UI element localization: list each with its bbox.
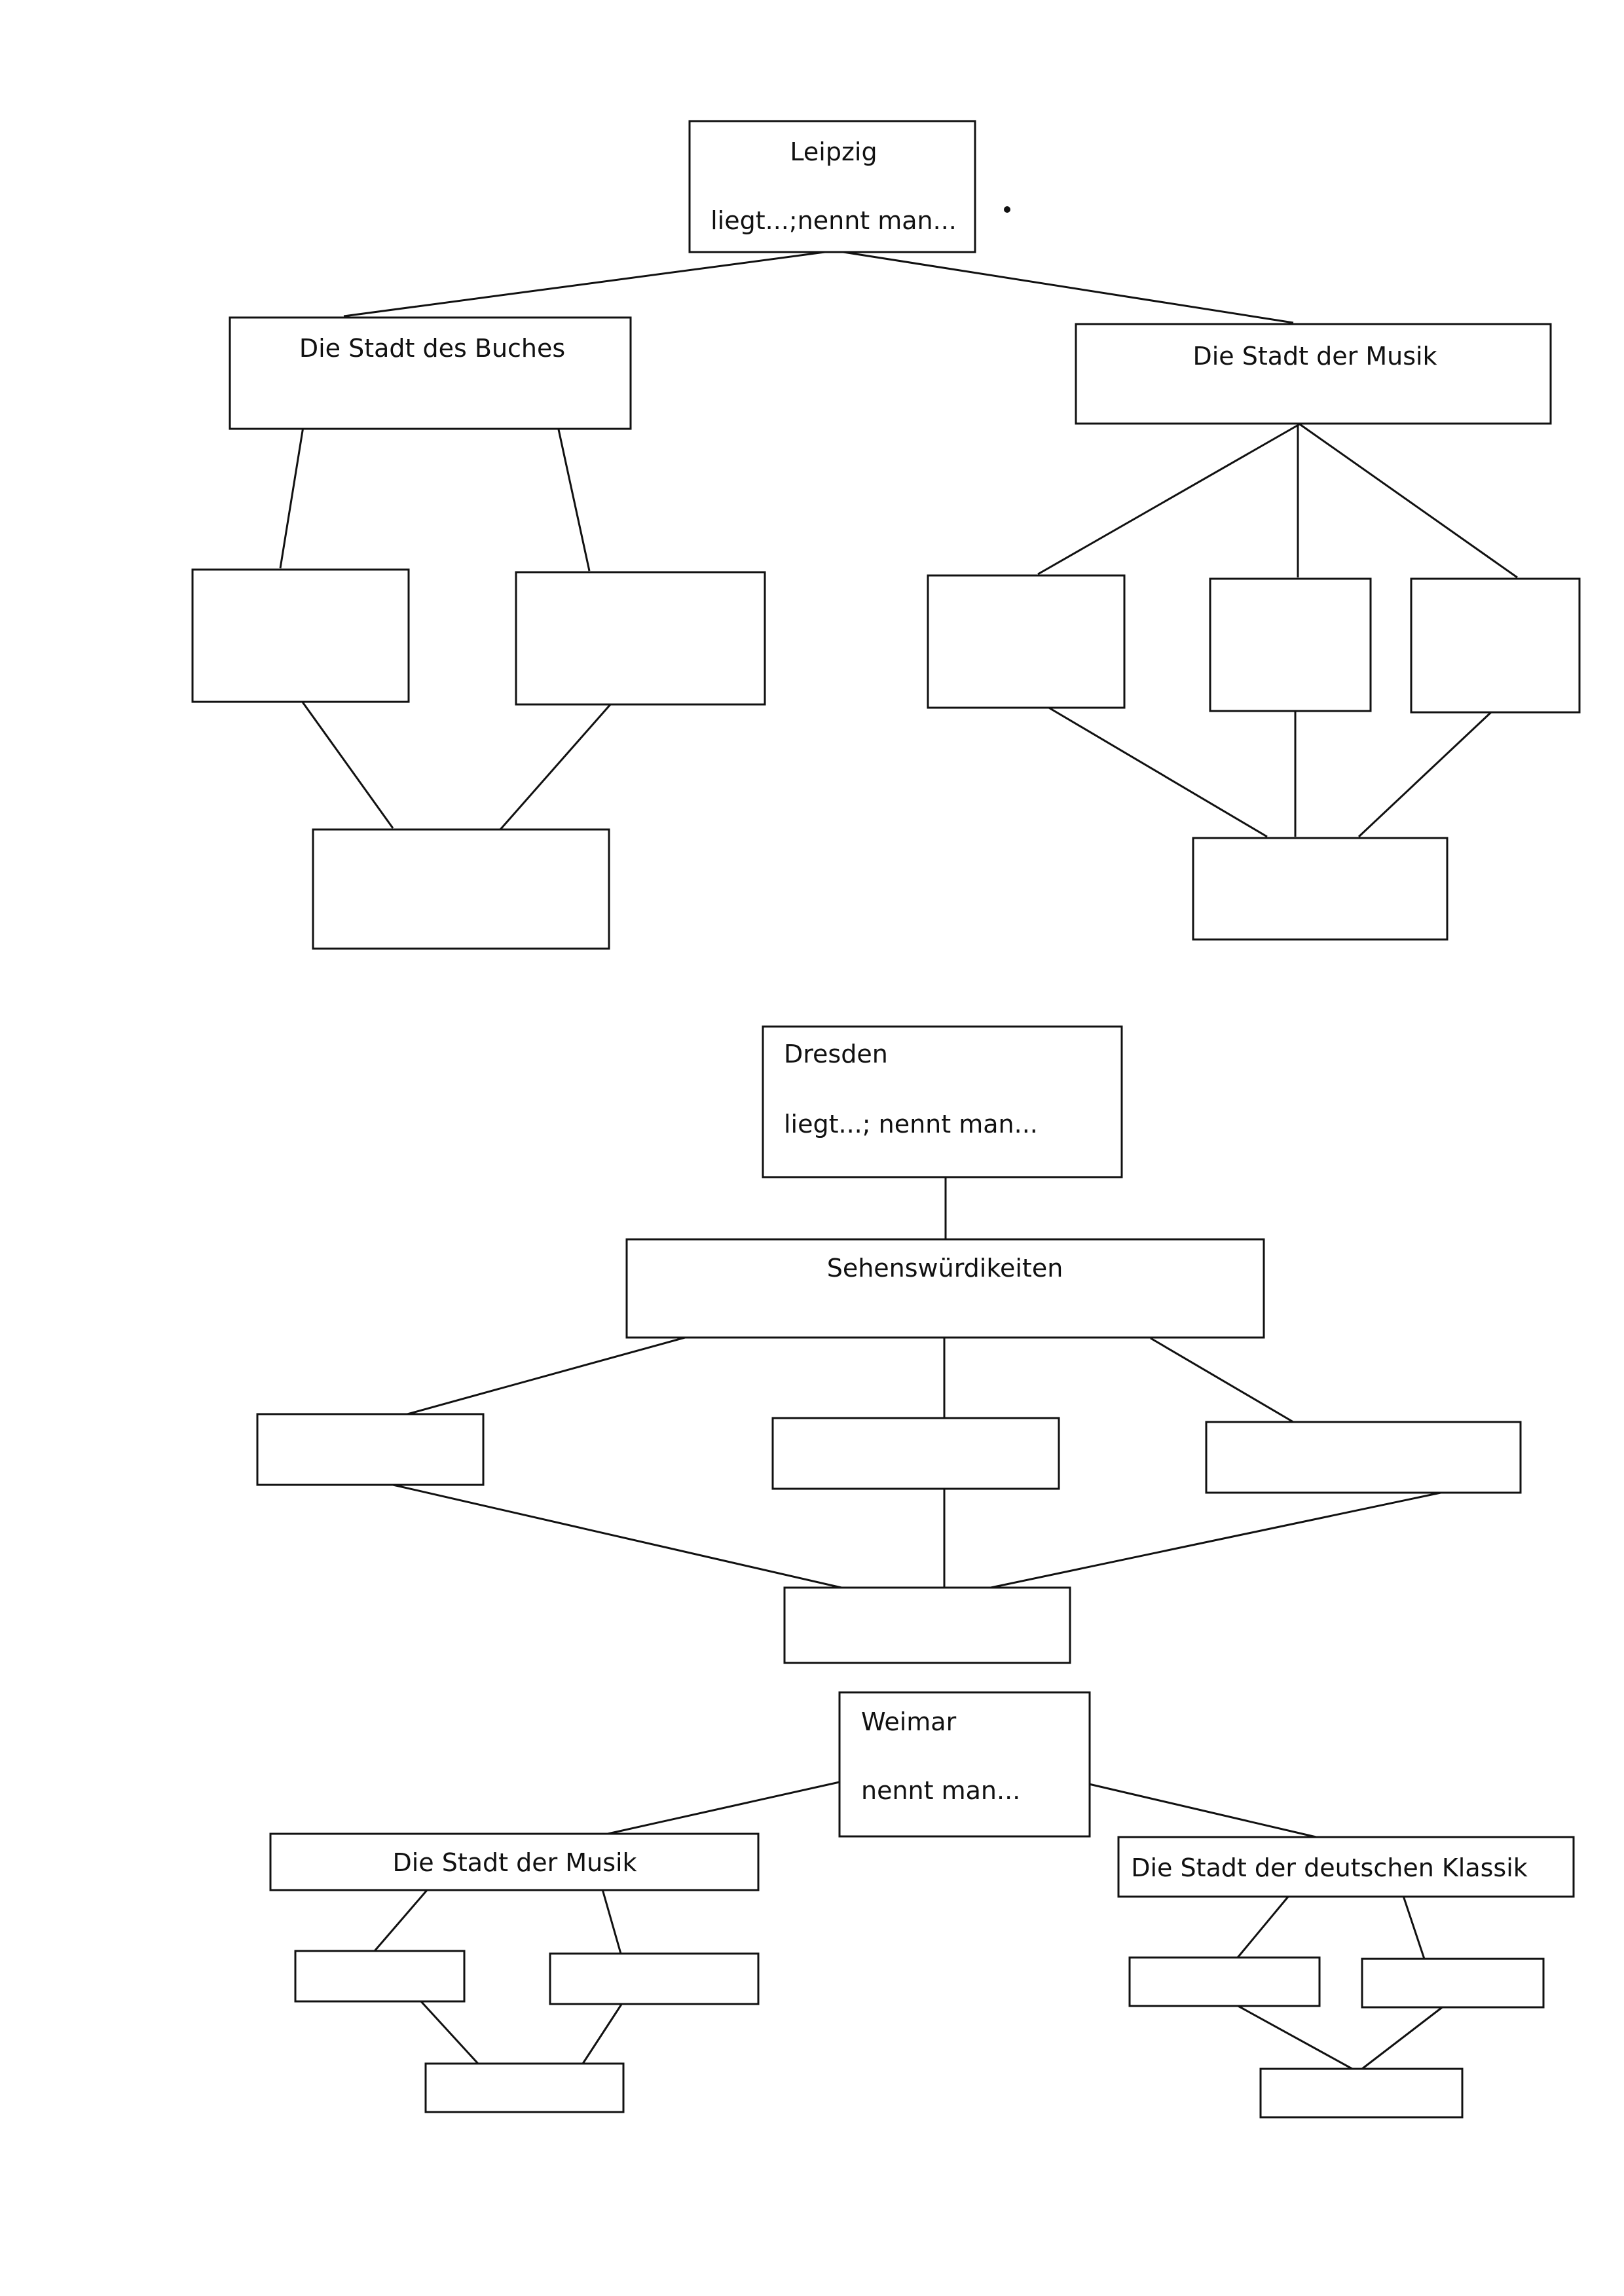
answer-box[interactable] <box>1259 2068 1464 2119</box>
leipzig-root-box <box>688 120 976 253</box>
connector <box>1047 706 1268 838</box>
answer-box[interactable] <box>1192 837 1449 941</box>
connector <box>607 1781 840 1835</box>
dresden-section: Dresden liegt...; nennt man... Sehenswür… <box>256 1025 1522 1664</box>
connector <box>1037 422 1302 575</box>
connector <box>1088 1783 1317 1838</box>
answer-box[interactable] <box>256 1413 485 1486</box>
answer-box[interactable] <box>1410 577 1581 714</box>
answer-box[interactable] <box>771 1417 1060 1490</box>
connector <box>834 249 1294 324</box>
sights-label: Sehenswürdikeiten <box>827 1254 1063 1283</box>
connector <box>1150 1337 1294 1423</box>
connector <box>1236 1895 1290 1958</box>
book-city-label: Die Stadt des Buches <box>299 334 565 363</box>
connector <box>990 1491 1445 1589</box>
answer-box[interactable] <box>312 828 610 950</box>
classics-city-label: Die Stadt der deutschen Klassik <box>1131 1853 1528 1882</box>
sights-box <box>625 1238 1265 1339</box>
leipzig-subtitle: liegt...;nennt man... <box>710 206 957 235</box>
weimar-music-city-label: Die Stadt der Musik <box>392 1848 637 1877</box>
connector <box>1357 710 1493 838</box>
leipzig-title: Leipzig <box>790 137 877 166</box>
weimar-section: Weimar nennt man... Die Stadt der Musik … <box>269 1691 1575 2119</box>
weimar-title: Weimar <box>861 1707 957 1736</box>
connector <box>1361 2005 1445 2070</box>
answer-box[interactable] <box>191 568 410 703</box>
dresden-subtitle: liegt...; nennt man... <box>784 1110 1038 1139</box>
connector <box>279 426 304 569</box>
answer-box[interactable] <box>515 571 766 706</box>
answer-box[interactable] <box>1205 1421 1522 1494</box>
connector <box>1297 422 1518 579</box>
answer-box[interactable] <box>294 1950 466 2003</box>
ink-dot <box>1004 206 1010 213</box>
connector <box>601 1889 622 1954</box>
book-city-box <box>229 316 632 430</box>
connector <box>581 2003 623 2064</box>
classics-city-box <box>1117 1836 1575 1898</box>
dresden-root-box <box>762 1025 1123 1178</box>
connector <box>373 1889 429 1952</box>
connector <box>1235 2003 1353 2070</box>
answer-box[interactable] <box>424 2062 625 2113</box>
answer-box[interactable] <box>1128 1956 1321 2007</box>
connector <box>499 703 612 830</box>
answer-box[interactable] <box>783 1586 1071 1664</box>
dresden-title: Dresden <box>784 1040 888 1068</box>
weimar-root-box <box>838 1691 1091 1838</box>
connector <box>407 1334 693 1415</box>
music-city-box <box>1075 323 1552 425</box>
answer-box[interactable] <box>1361 1958 1545 2009</box>
connector <box>419 1999 479 2065</box>
answer-box[interactable] <box>549 1952 760 2005</box>
connector <box>392 1484 842 1589</box>
connector <box>1402 1895 1426 1959</box>
music-city-label: Die Stadt der Musik <box>1192 342 1437 371</box>
connector <box>301 701 394 829</box>
weimar-subtitle: nennt man... <box>861 1776 1020 1805</box>
leipzig-section: Leipzig liegt...;nennt man... Die Stadt … <box>191 120 1581 950</box>
weimar-music-city-box <box>269 1832 760 1891</box>
connector <box>343 249 836 318</box>
answer-box[interactable] <box>1209 577 1372 712</box>
connector <box>557 429 591 572</box>
answer-box[interactable] <box>927 574 1126 709</box>
